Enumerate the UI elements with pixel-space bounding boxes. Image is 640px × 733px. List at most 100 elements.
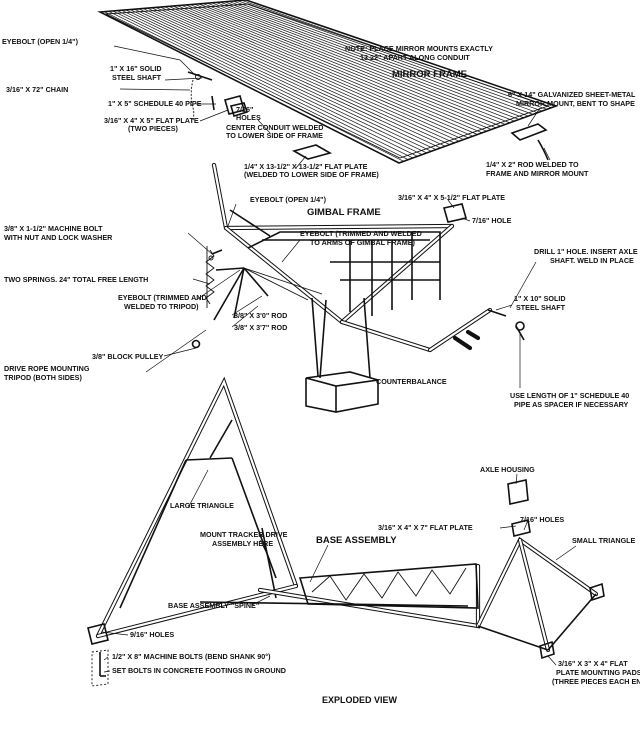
label-spine: BASE ASSEMBLY "SPINE" — [168, 601, 259, 610]
label-machine-bolts-base: 1/2" X 8" MACHINE BOLTS (BEND SHANK 90°) — [112, 652, 271, 661]
gimbal-frame-drawing — [191, 162, 525, 413]
mirror-slat — [233, 0, 543, 112]
mirror-slat — [224, 1, 534, 115]
label-flatplate-two-2: (TWO PIECES) — [128, 124, 179, 133]
mirror-slat — [181, 4, 487, 132]
axle-housing — [507, 479, 529, 505]
label-flatplate-big-2: (WELDED TO LOWER SIDE OF FRAME) — [244, 170, 379, 179]
label-rod-1: 1/4" X 2" ROD WELDED TO — [486, 160, 579, 169]
mirror-slat — [134, 8, 437, 150]
flat-plate-base — [511, 519, 531, 537]
label-holes-716-1: 7/16" — [236, 105, 253, 114]
label-tripod-1: DRIVE ROPE MOUNTING — [4, 364, 90, 373]
mirror-slat — [108, 10, 409, 160]
label-conduit-1: CENTER CONDUIT WELDED — [226, 123, 323, 132]
mirror-slat — [228, 1, 538, 114]
label-holes-716-base: 7/16" HOLES — [520, 515, 564, 524]
flat-plate-4x5 — [224, 95, 245, 115]
label-large-triangle: LARGE TRIANGLE — [170, 501, 234, 510]
mirror-slat — [190, 4, 497, 129]
label-tracker-2: ASSEMBLY HERE — [212, 539, 273, 548]
mirror-slat — [168, 6, 474, 137]
label-holes-716-2: HOLES — [236, 113, 261, 122]
mirror-slat — [125, 9, 427, 154]
label-tripod-2: TRIPOD (BOTH SIDES) — [4, 373, 82, 382]
label-pads-3: (THREE PIECES EACH END) — [552, 677, 640, 686]
label-drill-2: SHAFT. WELD IN PLACE — [550, 256, 634, 265]
label-block-pulley: 3/8" BLOCK PULLEY — [92, 352, 164, 361]
label-eyebolt-tripod-2: WELDED TO TRIPOD) — [124, 302, 199, 311]
label-eyebolt-arms-2: TO ARMS OF GIMBAL FRAME) — [310, 238, 415, 247]
label-rod-3-7: 3/8" X 3'7" ROD — [234, 323, 287, 332]
label-shaft-2: STEEL SHAFT — [112, 73, 162, 82]
mirror-slat — [202, 3, 510, 124]
label-note-2: 13.22" APART ALONG CONDUIT — [360, 53, 470, 62]
label-pipe-sched40: 1" X 5" SCHEDULE 40 PIPE — [108, 99, 202, 108]
label-flatplate-base: 3/16" X 4" X 7" FLAT PLATE — [378, 523, 473, 532]
label-machine-bolt-2: WITH NUT AND LOCK WASHER — [4, 233, 113, 242]
label-chain: 3/16" X 72" CHAIN — [6, 85, 68, 94]
label-tracker-1: MOUNT TRACKER DRIVE — [200, 530, 288, 539]
label-note-1: NOTE: PLACE MIRROR MOUNTS EXACTLY — [345, 44, 493, 53]
mirror-slat — [198, 3, 506, 125]
label-axle-housing: AXLE HOUSING — [480, 465, 535, 474]
label-flatplate-gimbal: 3/16" X 4" X 5-1/2" FLAT PLATE — [398, 193, 505, 202]
mirror-slat — [194, 3, 501, 127]
block-pulley — [191, 339, 201, 349]
label-shaft-1: 1" X 16" SOLID — [110, 64, 162, 73]
label-small-triangle: SMALL TRIANGLE — [572, 536, 636, 545]
label-pads-1: 3/16" X 3" X 4" FLAT — [558, 659, 628, 668]
label-axle-shaft-2: STEEL SHAFT — [516, 303, 566, 312]
mirror-slat — [142, 8, 446, 147]
counterbalance — [305, 371, 379, 387]
label-axle-shaft-1: 1" X 10" SOLID — [514, 294, 566, 303]
label-flatplate-big-1: 1/4" X 13-1/2" X 13-1/2" FLAT PLATE — [244, 162, 368, 171]
chain — [190, 79, 195, 121]
mirror-slat — [237, 0, 547, 110]
leader-lines — [101, 45, 577, 673]
label-spacer-1: USE LENGTH OF 1" SCHEDULE 40 — [510, 391, 629, 400]
label-base-assembly: BASE ASSEMBLY — [316, 535, 397, 546]
label-hole-716: 7/16" HOLE — [472, 216, 512, 225]
label-eyebolt-tripod-1: EYEBOLT (TRIMMED AND — [118, 293, 207, 302]
label-springs: TWO SPRINGS. 24" TOTAL FREE LENGTH — [4, 275, 148, 284]
mirror-frame-drawing — [97, 0, 559, 164]
mirror-slat — [177, 5, 483, 134]
mirror-slat — [220, 1, 529, 117]
label-eyebolt-open-top: EYEBOLT (OPEN 1/4") — [2, 37, 79, 46]
label-counterbalance: COUNTERBALANCE — [376, 377, 447, 386]
mirror-slat — [112, 10, 414, 159]
mirror-slats — [104, 0, 552, 162]
springs — [205, 249, 215, 305]
mirror-slat — [241, 0, 552, 109]
mirror-mount — [510, 123, 548, 141]
mirror-slat — [215, 2, 524, 119]
label-mirror-frame: MIRROR FRAME — [392, 69, 467, 80]
mirror-slat — [172, 5, 478, 135]
label-rod-3-0: 3/8" X 3'0" ROD — [234, 311, 287, 320]
flat-plate-gimbal — [442, 203, 468, 223]
label-flatplate-two-1: 3/16" X 4" X 5" FLAT PLATE — [104, 116, 199, 125]
label-mount-1: 6" X 14" GALVANIZED SHEET-METAL — [508, 90, 636, 99]
label-pads-2: PLATE MOUNTING PADS — [556, 668, 640, 677]
label-holes-916: 9/16" HOLES — [130, 630, 174, 639]
mirror-slat — [117, 10, 418, 157]
label-eyebolt-arms-1: EYEBOLT (TRIMMED AND WELDED — [300, 229, 422, 238]
base-assembly-drawing — [87, 376, 605, 687]
label-rod-2: FRAME AND MIRROR MOUNT — [486, 169, 589, 178]
label-conduit-2: TO LOWER SIDE OF FRAME — [226, 131, 323, 140]
labels: EYEBOLT (OPEN 1/4") NOTE: PLACE MIRROR M… — [2, 37, 640, 705]
mirror-slat — [129, 9, 432, 152]
mirror-slat — [185, 4, 492, 130]
mirror-slat — [104, 11, 404, 162]
mirror-slat — [207, 2, 515, 122]
mirror-slat — [155, 7, 460, 142]
mirror-slat — [151, 7, 455, 144]
label-set-bolts: SET BOLTS IN CONCRETE FOOTINGS IN GROUND — [112, 666, 286, 675]
label-spacer-2: PIPE AS SPACER IF NECESSARY — [514, 400, 629, 409]
flat-plate-13x13 — [291, 144, 333, 160]
mirror-slat — [211, 2, 520, 120]
label-drill-1: DRILL 1" HOLE. INSERT AXLE — [534, 247, 638, 256]
label-exploded-view: EXPLODED VIEW — [322, 695, 398, 705]
